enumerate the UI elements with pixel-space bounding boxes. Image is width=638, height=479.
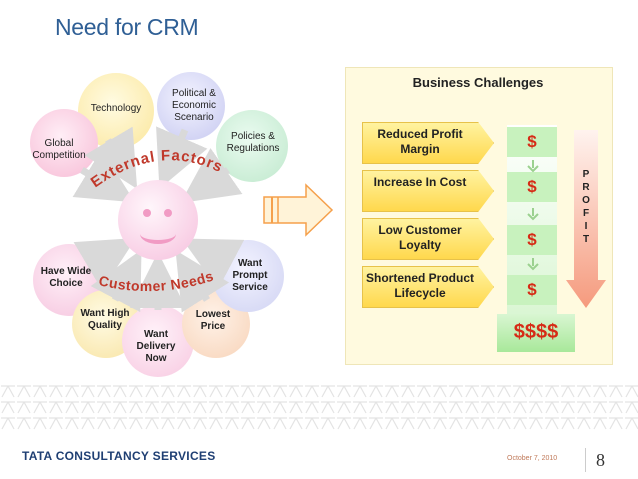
- label-prompt-service: Want Prompt Service: [232, 258, 268, 293]
- customer-needs-heading: Customer Needs: [97, 268, 215, 295]
- label-technology: Technology: [90, 103, 142, 114]
- dollar-box-2: $: [507, 172, 557, 202]
- challenge-low-loyalty: Low Customer Loyalty: [362, 218, 494, 260]
- svg-text:Customer Needs: Customer Needs: [97, 268, 215, 295]
- total-dollars: $$$$: [513, 321, 559, 343]
- svg-text:External Factors: External Factors: [88, 147, 226, 191]
- profit-letter: P: [582, 169, 590, 180]
- inward-arrows: [72, 126, 245, 313]
- smiley-eye-right: [164, 209, 172, 217]
- profit-letter: R: [582, 182, 590, 193]
- external-factors-heading: External Factors: [88, 147, 225, 191]
- challenge-label: Low Customer Loyalty: [378, 223, 462, 252]
- dollar-sign: $: [527, 230, 537, 249]
- footer-date: October 7, 2010: [507, 455, 558, 462]
- label-policies: Policies & Regulations: [226, 131, 280, 154]
- business-challenges-heading: Business Challenges: [412, 75, 544, 90]
- dollar-sign: $: [527, 132, 537, 151]
- label-delivery: Want Delivery Now: [136, 329, 176, 364]
- footer-company: TATA CONSULTANCY SERVICES: [22, 449, 216, 463]
- challenge-label: Shortened Product Lifecycle: [365, 271, 474, 300]
- challenge-increase-cost: Increase In Cost: [362, 170, 494, 212]
- profit-letter: O: [582, 195, 590, 206]
- slide-title: Need for CRM: [55, 14, 199, 40]
- profit-letters: P R O F I T: [578, 168, 594, 246]
- label-high-quality: Want High Quality: [80, 308, 130, 331]
- label-lowest-price: Lowest Price: [195, 309, 231, 332]
- diagram-headings: External Factors Customer Needs: [88, 147, 226, 295]
- dollar-sign: $: [527, 177, 537, 196]
- page-number: 8: [596, 450, 605, 470]
- dollar-box-3: $: [507, 225, 557, 255]
- dollar-sign: $: [527, 280, 537, 299]
- challenge-reduced-profit: Reduced Profit Margin: [362, 122, 494, 164]
- profit-letter: T: [582, 234, 590, 245]
- label-political: Political & Economic Scenario: [172, 88, 216, 123]
- label-global: Global Competition: [32, 138, 86, 161]
- dollar-down-arrows: [527, 160, 539, 271]
- smiley-face: [118, 180, 198, 260]
- dollar-box-4: $: [507, 275, 557, 305]
- challenge-label: Reduced Profit Margin: [377, 127, 463, 156]
- profit-letter: F: [582, 208, 590, 219]
- label-wide-choice: Have Wide Choice: [40, 266, 92, 289]
- profit-arrow: [566, 130, 606, 308]
- challenge-label: Increase In Cost: [373, 175, 467, 189]
- smiley-eye-left: [143, 209, 151, 217]
- footer-divider: [585, 448, 586, 472]
- smiley-mouth: [140, 224, 176, 244]
- total-dollars-box: $$$$: [497, 314, 575, 352]
- footer-pattern: [0, 383, 638, 433]
- dollar-box-1: $: [507, 127, 557, 157]
- challenge-short-lifecycle: Shortened Product Lifecycle: [362, 266, 494, 308]
- profit-letter: I: [584, 221, 588, 232]
- transition-arrow: [263, 183, 334, 237]
